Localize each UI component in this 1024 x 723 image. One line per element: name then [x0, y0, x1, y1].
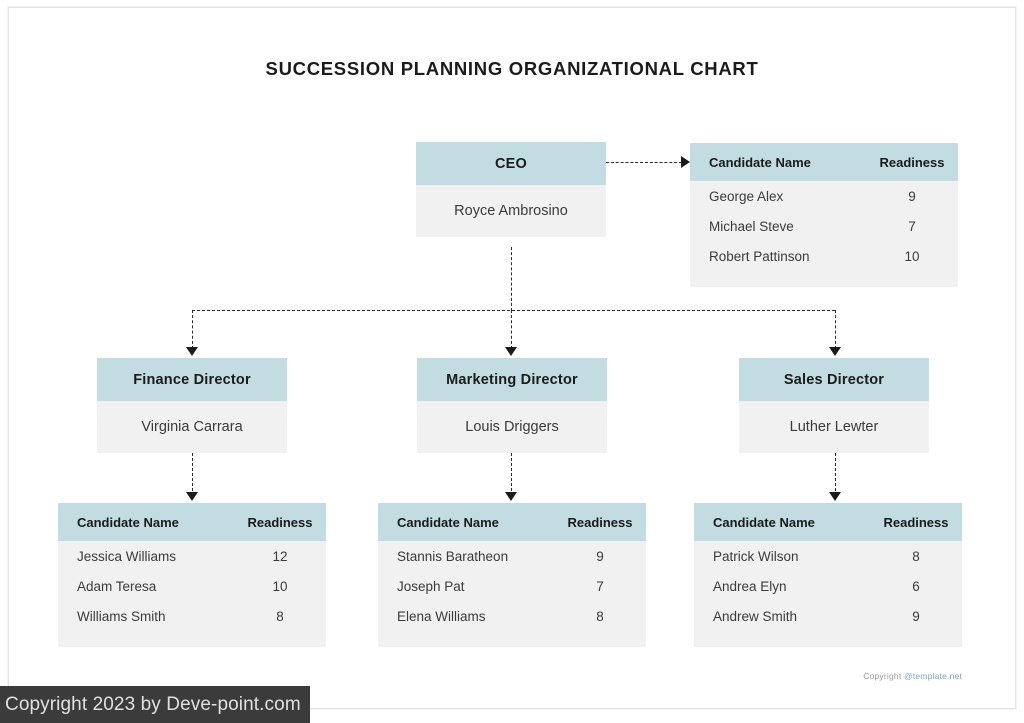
cell-readiness: 8 [276, 608, 284, 624]
connector-drop-finance [192, 310, 193, 349]
watermark-banner: Copyright 2023 by Deve-point.com [0, 686, 310, 723]
table-row: Jessica Williams 12 [58, 541, 326, 571]
table-bottom-padding [58, 631, 326, 647]
template-credit-prefix: Copyright [863, 671, 904, 681]
org-node-finance-role: Finance Director [97, 358, 287, 401]
cell-readiness: 10 [272, 578, 288, 594]
candidate-table-sales: Candidate Name Readiness Patrick Wilson 8… [694, 503, 962, 647]
column-header-readiness: Readiness [883, 514, 949, 530]
cell-candidate-name: Michael Steve [709, 218, 794, 234]
org-node-ceo-role: CEO [416, 142, 606, 185]
table-row: Elena Williams 8 [378, 601, 646, 631]
table-row: Michael Steve 7 [690, 211, 958, 241]
connector-ceo-to-ceo-candidates [606, 162, 682, 163]
cell-candidate-name: Andrea Elyn [713, 578, 787, 594]
cell-candidate-name: George Alex [709, 188, 784, 204]
cell-readiness: 9 [908, 188, 916, 204]
table-row: Andrea Elyn 6 [694, 571, 962, 601]
cell-candidate-name: Patrick Wilson [713, 548, 799, 564]
org-node-sales-director[interactable]: Sales Director Luther Lewter [739, 358, 929, 453]
table-bottom-padding [690, 271, 958, 287]
column-header-candidate-name: Candidate Name [713, 514, 815, 530]
cell-readiness: 12 [272, 548, 288, 564]
connector-finance-to-candidates [192, 453, 193, 496]
table-header-row: Candidate Name Readiness [58, 503, 326, 541]
org-node-sales-role: Sales Director [739, 358, 929, 401]
org-node-marketing-director[interactable]: Marketing Director Louis Driggers [417, 358, 607, 453]
column-header-readiness: Readiness [567, 514, 633, 530]
connector-drop-sales [835, 310, 836, 349]
table-row: Stannis Baratheon 9 [378, 541, 646, 571]
page-title: SUCCESSION PLANNING ORGANIZATIONAL CHART [265, 58, 759, 79]
table-bottom-padding [378, 631, 646, 647]
cell-candidate-name: Joseph Pat [397, 578, 465, 594]
cell-readiness: 6 [912, 578, 920, 594]
org-node-ceo[interactable]: CEO Royce Ambrosino [416, 142, 606, 237]
table-row: Joseph Pat 7 [378, 571, 646, 601]
cell-candidate-name: Jessica Williams [77, 548, 177, 564]
cell-readiness: 9 [596, 548, 604, 564]
column-header-readiness: Readiness [247, 514, 313, 530]
cell-candidate-name: Robert Pattinson [709, 248, 810, 264]
org-node-finance-person: Virginia Carrara [97, 401, 287, 453]
org-node-sales-person: Luther Lewter [739, 401, 929, 453]
candidate-table-finance: Candidate Name Readiness Jessica William… [58, 503, 326, 647]
connector-sales-to-candidates [835, 453, 836, 496]
arrowhead-sales [829, 347, 841, 356]
arrowhead-marketing [505, 347, 517, 356]
cell-candidate-name: Elena Williams [397, 608, 486, 624]
cell-readiness: 9 [912, 608, 920, 624]
org-node-finance-director[interactable]: Finance Director Virginia Carrara [97, 358, 287, 453]
table-header-row: Candidate Name Readiness [378, 503, 646, 541]
template-credit-link[interactable]: @template.net [903, 671, 962, 681]
cell-candidate-name: Stannis Baratheon [397, 548, 509, 564]
cell-candidate-name: Adam Teresa [77, 578, 157, 594]
cell-readiness: 7 [908, 218, 916, 234]
org-node-ceo-person: Royce Ambrosino [416, 185, 606, 237]
table-row: Williams Smith 8 [58, 601, 326, 631]
connector-marketing-to-candidates [511, 453, 512, 496]
column-header-candidate-name: Candidate Name [397, 514, 499, 530]
cell-readiness: 8 [596, 608, 604, 624]
table-bottom-padding [694, 631, 962, 647]
table-row: Andrew Smith 9 [694, 601, 962, 631]
arrowhead-finance [186, 347, 198, 356]
cell-readiness: 7 [596, 578, 604, 594]
org-node-marketing-person: Louis Driggers [417, 401, 607, 453]
arrowhead-marketing-candidates [505, 492, 517, 501]
column-header-candidate-name: Candidate Name [709, 154, 811, 170]
connector-ceo-stem [511, 247, 512, 311]
column-header-candidate-name: Candidate Name [77, 514, 179, 530]
table-row: Patrick Wilson 8 [694, 541, 962, 571]
org-node-marketing-role: Marketing Director [417, 358, 607, 401]
connector-drop-marketing [511, 310, 512, 349]
connector-horizontal-bus [192, 310, 835, 311]
template-credit: Copyright @template.net [863, 671, 962, 681]
column-header-readiness: Readiness [879, 154, 945, 170]
cell-candidate-name: Williams Smith [77, 608, 166, 624]
cell-readiness: 8 [912, 548, 920, 564]
cell-readiness: 10 [904, 248, 920, 264]
cell-candidate-name: Andrew Smith [713, 608, 798, 624]
arrowhead-ceo-to-ceo-candidates [681, 156, 690, 168]
arrowhead-sales-candidates [829, 492, 841, 501]
arrowhead-finance-candidates [186, 492, 198, 501]
table-header-row: Candidate Name Readiness [694, 503, 962, 541]
watermark-text: Copyright 2023 by Deve-point.com [5, 693, 301, 715]
candidate-table-marketing: Candidate Name Readiness Stannis Barathe… [378, 503, 646, 647]
table-header-row: Candidate Name Readiness [690, 143, 958, 181]
table-row: George Alex 9 [690, 181, 958, 211]
table-row: Robert Pattinson 10 [690, 241, 958, 271]
table-row: Adam Teresa 10 [58, 571, 326, 601]
